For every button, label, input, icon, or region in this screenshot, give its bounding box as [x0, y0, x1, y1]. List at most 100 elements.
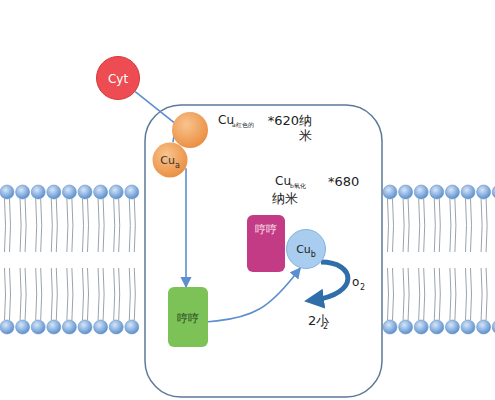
lipid-head — [414, 320, 428, 334]
lipid-head — [109, 185, 123, 199]
lipid-tail — [41, 199, 42, 252]
lipid-tail — [393, 268, 394, 320]
lipid-tail — [114, 199, 115, 252]
annotation-label: 纳米 — [272, 192, 298, 207]
lipid-tail — [51, 268, 52, 320]
lipid-head — [16, 185, 30, 199]
node-text-group: 哼哼 — [177, 308, 199, 326]
node-text-group: Cua — [160, 150, 180, 171]
lipid-tail — [10, 199, 11, 252]
node-text-group: Cub — [296, 239, 316, 260]
cytochrome-circle-fill — [97, 57, 140, 100]
lipid-head — [461, 185, 475, 199]
lipid-tail — [439, 268, 440, 320]
reaction-arrow — [314, 262, 348, 300]
lipid-tail — [72, 268, 73, 320]
lipid-tail — [20, 268, 21, 320]
lipid-tail — [419, 199, 420, 252]
node-text-group: Cyt — [108, 69, 128, 87]
lipid-tail — [129, 268, 130, 320]
lipid-tail — [56, 268, 57, 320]
lipid-head — [492, 320, 495, 334]
lipid-head — [0, 185, 14, 199]
lipid-tail — [408, 268, 409, 320]
lipid-tail — [134, 268, 135, 320]
connector-arrow — [208, 268, 300, 322]
lipid-head — [78, 185, 92, 199]
lipid-head — [414, 185, 428, 199]
annotation-label: Cu — [218, 114, 234, 128]
lipid-tail — [5, 268, 6, 320]
lipid-tail — [83, 199, 84, 252]
lipid-tail — [25, 268, 26, 320]
cub-circle: Cub — [286, 229, 326, 269]
lipid-head — [94, 185, 108, 199]
lipid-tail — [134, 199, 135, 252]
lipid-tail — [486, 199, 487, 252]
lipid-head — [47, 320, 61, 334]
lipid-tail — [67, 199, 68, 252]
lipid-tail — [455, 268, 456, 320]
lipid-tail — [119, 199, 120, 252]
lipid-head — [383, 320, 397, 334]
heme-box-fill — [168, 287, 208, 347]
lipid-head — [62, 185, 76, 199]
lipid-head — [477, 185, 491, 199]
lipid-head — [0, 320, 14, 334]
heme-box-fill — [247, 215, 285, 272]
node-text-group: 哼哼 — [255, 219, 277, 237]
lipid-tail — [424, 268, 425, 320]
cua-circle-fill — [153, 143, 188, 178]
cua-circle — [172, 112, 208, 148]
lipid-tail — [114, 268, 115, 320]
lipid-head — [125, 185, 139, 199]
lipid-tail — [481, 199, 482, 252]
node-label: Cu — [296, 243, 311, 256]
lipid-head — [78, 320, 92, 334]
lipid-head — [461, 320, 475, 334]
lipid-tail — [103, 268, 104, 320]
lipid-head — [94, 320, 108, 334]
lipid-tail — [466, 199, 467, 252]
lipid-head — [125, 320, 139, 334]
lipid-tail — [67, 268, 68, 320]
lipid-head — [445, 320, 459, 334]
lipid-tail — [98, 199, 99, 252]
lipid-head — [477, 320, 491, 334]
lipid-head — [109, 320, 123, 334]
lipid-tail — [450, 199, 451, 252]
lipid-tail — [408, 199, 409, 252]
annotation-label: *620纳米 — [266, 114, 312, 144]
lipid-tail — [466, 268, 467, 320]
subscript-label: 2 — [360, 283, 365, 292]
lipid-tail — [25, 199, 26, 252]
lipid-tail — [481, 268, 482, 320]
lipid-tail — [72, 199, 73, 252]
annotation-label: *680 — [328, 175, 359, 190]
lipid-head — [445, 185, 459, 199]
lipid-head — [383, 185, 397, 199]
connector-arrow — [185, 168, 187, 287]
lipid-head — [16, 320, 30, 334]
lipid-tail — [5, 199, 6, 252]
lipid-tail — [486, 268, 487, 320]
subscript-label: a — [175, 161, 180, 170]
node-label: Cu — [160, 154, 175, 167]
lipid-head — [31, 185, 45, 199]
heme-box: 哼哼 — [247, 215, 285, 272]
lipid-tail — [88, 268, 89, 320]
cub-circle-fill — [287, 230, 326, 269]
lipid-tail — [51, 199, 52, 252]
lipid-tail — [103, 199, 104, 252]
lipid-tail — [419, 268, 420, 320]
lipid-head — [399, 320, 413, 334]
subscript-label: a红色的 — [232, 122, 254, 129]
lipid-tail — [10, 268, 11, 320]
lipid-tail — [83, 268, 84, 320]
lipid-tail — [41, 268, 42, 320]
lipid-tail — [119, 268, 120, 320]
lipid-tail — [434, 268, 435, 320]
